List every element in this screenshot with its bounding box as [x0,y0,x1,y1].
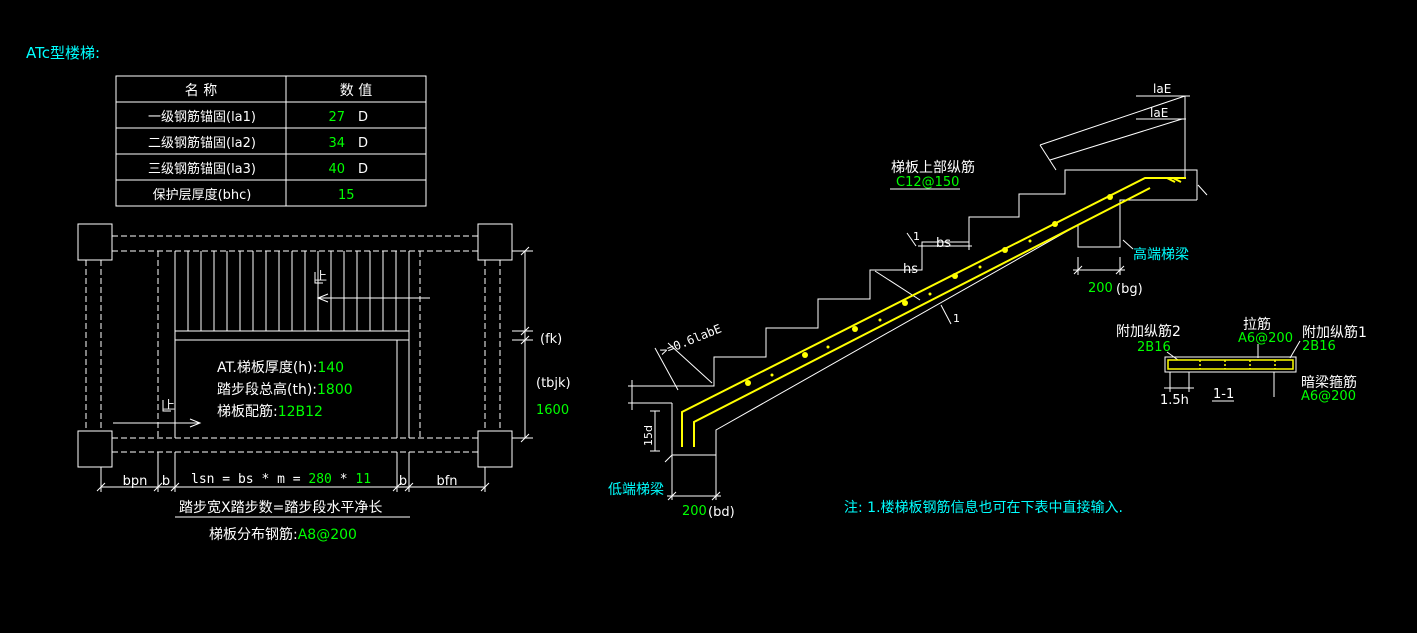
bg-value: 200 [1088,281,1113,296]
note-text: 注: 1.楼梯板钢筋信息也可在下表中直接输入. [844,499,1123,516]
lsn-m: 11 [355,472,371,487]
bg-label: (bg) [1116,282,1143,297]
top-rebar-value: C12@150 [896,175,959,190]
table-row-value: 40 [328,162,345,177]
bd-value: 200 [682,504,707,519]
plan-caption: 踏步宽X踏步数=踏步段水平净长 [179,499,382,516]
table-row-unit: D [358,136,368,151]
cross-section-detail [1164,340,1301,402]
lsn-formula: lsn = bs * m = 280 * 11 [191,472,371,487]
drawing-title: ATc型楼梯: [26,44,100,62]
table-row-label: 二级钢筋锚固(la2) [148,135,256,151]
distribution-rebar-dots [745,194,1113,386]
table-row-value: 27 [328,110,345,125]
extra-rebar-2-value: 2B16 [1137,340,1171,355]
stair-section-view [628,95,1208,501]
dim-b-right: b [399,474,407,489]
rebar-label: 梯板配筋:12B12 [217,403,323,420]
high-beam-label: 高端梯梁 [1133,246,1189,263]
stirrup-label: 暗梁箍筋 [1301,374,1357,391]
top-rebar-label: 梯板上部纵筋 [891,159,975,176]
tie-label: 拉筋 [1243,316,1271,333]
extra-rebar-1-value: 2B16 [1302,339,1336,354]
stair-plan-view [77,223,533,518]
cut-mark-label: 1 [913,230,920,243]
dim-bpn: bpn [123,474,148,489]
height-value: 1800 [317,382,353,398]
hs-label: hs [903,262,918,277]
stirrup-value: A6@200 [1301,389,1356,404]
table-row-value: 15 [338,188,355,203]
thickness-label: AT.梯板厚度(h):140 [217,360,344,376]
parameter-table [115,75,427,207]
dim-bfn: bfn [436,474,457,489]
table-row-unit: D [358,110,368,125]
width-dim-label: 1.5h [1160,393,1189,408]
distribution-value: A8@200 [298,527,357,543]
dim-b-left: b [162,474,170,489]
bd-label: (bd) [708,505,735,520]
plan-tbjk-label: (tbjk) [536,376,571,391]
thickness-value: 140 [317,360,344,376]
table-row-label: 三级钢筋锚固(la3) [148,161,256,177]
hook-label: 15d [642,425,655,446]
extra-rebar-1-label: 附加纵筋1 [1302,324,1367,341]
plan-tbjk-value: 1600 [536,403,569,418]
anchor-length-label: >=0.6labE [658,321,724,358]
table-row-label: 保护层厚度(bhc) [153,187,252,203]
height-label: 踏步段总高(th):1800 [217,381,353,398]
rebar-value: 12B12 [278,404,323,420]
extra-rebar-2-label: 附加纵筋2 [1116,323,1181,340]
section-id-label: 1-1 [1213,387,1234,402]
cross-section-rebar [1167,359,1294,370]
table-header-name: 名 称 [185,83,217,99]
lsn-bs: 280 [308,472,331,487]
distribution-label: 梯板分布钢筋:A8@200 [209,526,357,543]
table-header-value: 数 值 [340,83,372,99]
table-row-value: 34 [328,136,345,151]
plan-up-label: 上 [315,269,327,283]
laE-label: laE [1153,82,1171,96]
cut-mark-label: 1 [953,312,960,325]
tie-value: A6@200 [1238,331,1293,346]
rebar-lines [681,177,1186,447]
bs-label: bs [936,236,951,251]
table-row-label: 一级钢筋锚固(la1) [148,109,256,125]
low-beam-label: 低端梯梁 [608,482,664,498]
table-row-unit: D [358,162,368,177]
plan-up-label: 上 [163,398,175,412]
plan-fk-label: (fk) [540,332,562,347]
laE-label: laE [1150,106,1168,120]
